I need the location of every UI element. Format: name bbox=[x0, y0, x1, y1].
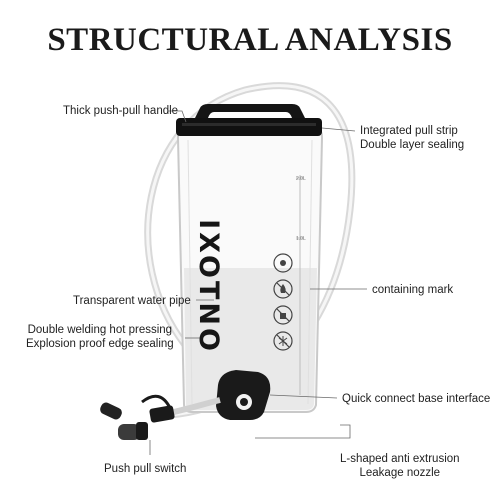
label-base: Quick connect base interface bbox=[342, 393, 491, 405]
label-strip-line2: Double layer sealing bbox=[360, 139, 465, 151]
label-welding-line2: Explosion proof edge sealing bbox=[26, 338, 174, 350]
label-nozzle-line1: L-shaped anti extrusion bbox=[340, 453, 460, 465]
no-fire-icon bbox=[273, 279, 293, 299]
label-containing: containing mark bbox=[372, 284, 454, 296]
label-pipe: Transparent water pipe bbox=[73, 295, 191, 307]
push-pull-switch bbox=[100, 394, 175, 440]
scale-mark-top: 2.0L bbox=[296, 176, 306, 182]
water-fill bbox=[184, 268, 317, 410]
pull-strip bbox=[176, 118, 322, 136]
brand-logo: IXOTNO bbox=[192, 218, 224, 354]
label-nozzle-line2: Leakage nozzle bbox=[359, 467, 441, 479]
label-welding-line1: Double welding hot pressing bbox=[27, 324, 173, 336]
scale-mark-mid: 1.0L bbox=[296, 236, 306, 242]
page-title: STRUCTURAL ANALYSIS bbox=[47, 22, 453, 58]
label-nozzle: L-shaped anti extrusion Leakage nozzle bbox=[340, 452, 460, 480]
sun-icon bbox=[273, 253, 293, 273]
label-strip: Integrated pull strip Double layer seali… bbox=[360, 124, 464, 152]
no-hot-water-icon bbox=[273, 305, 293, 325]
no-freeze-icon bbox=[273, 331, 293, 351]
push-pull-handle bbox=[195, 104, 305, 118]
label-strip-line1: Integrated pull strip bbox=[360, 125, 458, 137]
label-handle: Thick push-pull handle bbox=[63, 105, 179, 117]
label-switch: Push pull switch bbox=[104, 463, 187, 475]
label-welding: Double welding hot pressing Explosion pr… bbox=[26, 323, 174, 351]
